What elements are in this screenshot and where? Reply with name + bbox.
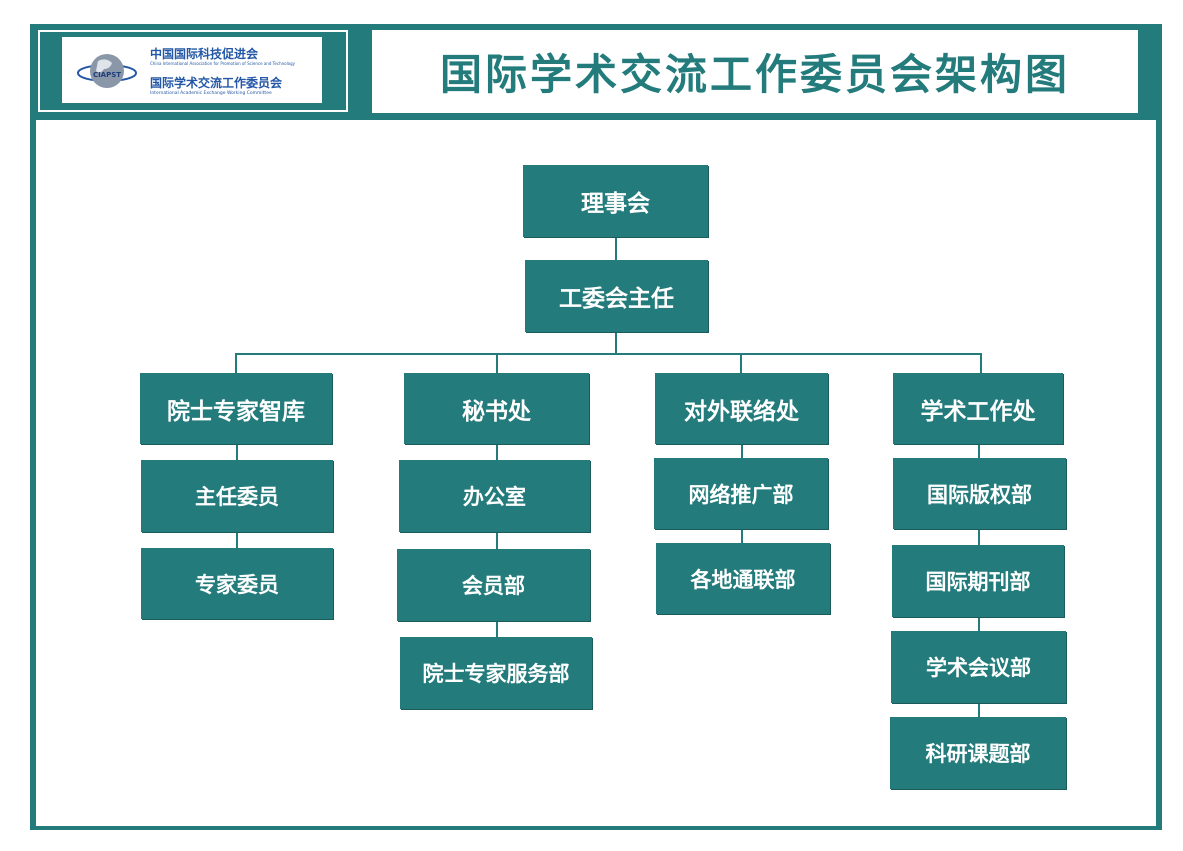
node-director: 工委会主任 [525, 260, 708, 332]
title-box: 国际学术交流工作委员会架构图 [372, 30, 1138, 113]
page-title: 国际学术交流工作委员会架构图 [439, 50, 1070, 99]
node-department: 对外联络处 [655, 373, 828, 444]
node-department: 学术工作处 [893, 373, 1063, 444]
connector [615, 332, 617, 354]
globe-emblem-icon: CIAPST [77, 54, 137, 88]
node-sub: 学术会议部 [891, 631, 1066, 703]
connector [980, 353, 982, 373]
connector [740, 353, 742, 373]
node-sub: 国际期刊部 [892, 545, 1064, 617]
svg-text:CIAPST: CIAPST [93, 71, 121, 79]
connector [496, 353, 498, 373]
logo: CIAPST 中国国际科技促进会 China International Ass… [62, 37, 322, 103]
node-sub: 主任委员 [141, 460, 333, 532]
logo-committee-en: International Academic Exchange Working … [150, 91, 272, 96]
connector [235, 353, 982, 355]
connector [235, 353, 237, 373]
logo-committee-cn: 国际学术交流工作委员会 [150, 76, 283, 90]
node-sub: 办公室 [399, 460, 590, 532]
node-root: 理事会 [523, 165, 708, 237]
logo-org-en: China International Association for Prom… [150, 61, 296, 66]
node-sub: 会员部 [397, 549, 590, 621]
node-sub: 院士专家服务部 [400, 637, 592, 709]
node-sub: 国际版权部 [893, 458, 1066, 529]
connector [496, 444, 498, 638]
connector [615, 237, 617, 261]
node-sub: 科研课题部 [890, 717, 1066, 789]
node-department: 院士专家智库 [140, 373, 332, 444]
node-department: 秘书处 [404, 373, 589, 444]
node-sub: 专家委员 [141, 548, 333, 619]
node-sub: 各地通联部 [656, 543, 830, 614]
logo-org-cn: 中国国际科技促进会 [150, 47, 259, 61]
node-sub: 网络推广部 [654, 458, 828, 529]
